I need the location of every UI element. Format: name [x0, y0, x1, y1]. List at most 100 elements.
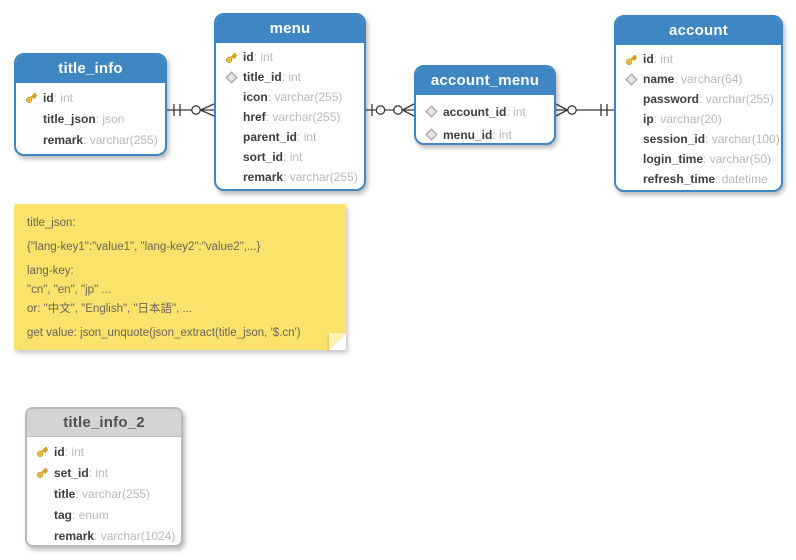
entity-table-title_info_2[interactable]: title_info_2 idint set_idint titlevarcha…: [25, 407, 183, 547]
field-name: id: [54, 444, 65, 459]
no-icon: [223, 170, 240, 184]
no-icon: [223, 110, 240, 124]
field-type: varchar(255): [699, 92, 774, 106]
table-header-title_info[interactable]: title_info: [16, 55, 165, 83]
diamond-icon: [423, 105, 440, 119]
table-row: title_idint: [216, 67, 364, 87]
table-row: remarkvarchar(1024): [27, 525, 181, 545]
field-name: icon: [243, 90, 268, 104]
field-name: sort_id: [243, 150, 284, 164]
field-name: ip: [643, 112, 654, 126]
table-row: set_idint: [27, 462, 181, 483]
field-type: varchar(255): [268, 90, 342, 104]
no-icon: [623, 132, 640, 146]
table-title: title_info_2: [63, 414, 145, 431]
table-row: session_idvarchar(100): [616, 129, 781, 149]
table-title: title_info: [58, 60, 123, 77]
no-icon: [223, 90, 240, 104]
relation-account_menu-account[interactable]: [555, 103, 614, 117]
note-line: lang-key:: [27, 265, 74, 277]
entity-table-account[interactable]: account idint namevarchar(64) passwordva…: [614, 15, 783, 192]
field-type: varchar(1024): [94, 529, 176, 543]
diamond-icon: [423, 128, 440, 142]
field-type: varchar(64): [674, 72, 742, 86]
relation-menu-account_menu[interactable]: [366, 103, 415, 117]
note-line: "cn", "en", "jp" ...: [27, 284, 111, 296]
table-row: idint: [16, 87, 165, 108]
primary-key-icon: [34, 466, 51, 480]
no-icon: [623, 172, 640, 186]
field-name: password: [643, 92, 700, 106]
field-type: datetime: [715, 172, 768, 186]
field-name: menu_id: [443, 127, 493, 142]
table-field-list: idint title_jsonjson remarkvarchar(255): [16, 83, 165, 154]
field-type: int: [89, 466, 108, 480]
field-name: set_id: [54, 465, 89, 480]
table-field-list: account_idint menu_idint: [416, 95, 554, 143]
table-row: hrefvarchar(255): [216, 107, 364, 127]
note-line: title_json:: [27, 217, 76, 229]
no-icon: [623, 152, 640, 166]
no-icon: [623, 92, 640, 106]
no-icon: [223, 150, 240, 164]
field-name: refresh_time: [643, 172, 716, 186]
field-type: int: [654, 52, 673, 66]
table-row: login_timevarchar(50): [616, 149, 781, 169]
field-name: name: [643, 72, 675, 86]
entity-table-title_info[interactable]: title_info idint title_jsonjson remarkva…: [14, 53, 167, 156]
field-name: tag: [54, 507, 72, 522]
entity-table-account_menu[interactable]: account_menu account_idint menu_idint: [414, 65, 556, 145]
sticky-note[interactable]: title_json: {"lang-key1":"value1", "lang…: [14, 204, 346, 350]
table-header-account_menu[interactable]: account_menu: [416, 67, 554, 95]
field-name: title: [54, 486, 76, 501]
table-row: sort_idint: [216, 147, 364, 167]
field-type: varchar(20): [654, 112, 721, 126]
table-header-menu[interactable]: menu: [216, 15, 364, 43]
table-title: account: [669, 22, 728, 39]
diamond-icon: [623, 72, 640, 86]
table-row: account_idint: [416, 101, 554, 122]
field-name: remark: [43, 132, 84, 147]
note-line: get value: json_unquote(json_extract(tit…: [27, 327, 301, 339]
field-type: varchar(255): [283, 170, 358, 184]
field-name: href: [243, 110, 266, 124]
table-field-list: idint title_idint iconvarchar(255) hrefv…: [216, 43, 364, 189]
table-row: menu_idint: [416, 124, 554, 143]
table-row: remarkvarchar(255): [216, 167, 364, 187]
table-row: idint: [616, 49, 781, 69]
no-icon: [34, 508, 51, 522]
field-name: session_id: [643, 132, 706, 146]
primary-key-icon: [23, 91, 40, 105]
table-row: titlevarchar(255): [27, 483, 181, 504]
table-row: title_jsonjson: [16, 108, 165, 129]
field-type: int: [54, 91, 73, 105]
primary-key-icon: [223, 50, 240, 64]
table-header-title_info_2[interactable]: title_info_2: [27, 409, 181, 437]
field-type: int: [492, 128, 512, 142]
field-type: varchar(50): [703, 152, 771, 166]
table-row: iconvarchar(255): [216, 87, 364, 107]
field-name: parent_id: [243, 130, 298, 144]
no-icon: [34, 487, 51, 501]
field-name: id: [643, 52, 654, 66]
field-type: enum: [72, 508, 109, 522]
field-type: int: [506, 105, 526, 119]
note-line: {"lang-key1":"value1", "lang-key2":"valu…: [27, 241, 261, 253]
table-row: namevarchar(64): [616, 69, 781, 89]
entity-table-menu[interactable]: menu idint title_idint iconvarchar(255) …: [214, 13, 366, 191]
relation-title_info-menu[interactable]: [167, 103, 215, 117]
no-icon: [23, 112, 40, 126]
table-field-list: id int set_idint titlevarchar(255) tagenu…: [27, 437, 181, 545]
field-name: id: [243, 50, 254, 64]
field-name: account_id: [443, 104, 507, 119]
field-name: title_json: [43, 111, 96, 126]
field-type: int: [297, 130, 317, 144]
field-type: varchar(255): [83, 133, 158, 147]
field-name: login_time: [643, 152, 704, 166]
table-row: remarkvarchar(255): [16, 129, 165, 150]
note-folded-corner: [329, 333, 346, 350]
table-row: passwordvarchar(255): [616, 89, 781, 109]
table-header-account[interactable]: account: [616, 17, 781, 45]
no-icon: [23, 133, 40, 147]
